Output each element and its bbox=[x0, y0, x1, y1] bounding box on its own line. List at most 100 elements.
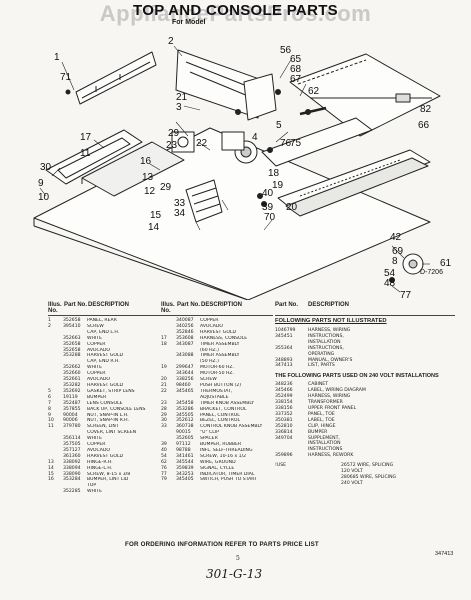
part-number: 352487 bbox=[63, 400, 81, 406]
part-description: LIST, PARTS bbox=[308, 363, 335, 369]
table-row: INSTRUCTIONS bbox=[275, 447, 455, 453]
part-description: LABEL, WIRING DIAGRAM bbox=[308, 388, 366, 394]
part-description: TRANSFORMER bbox=[308, 400, 343, 406]
col3-header-desc: DESCRIPTION bbox=[308, 302, 350, 308]
part-description: 240 VOLT bbox=[341, 480, 363, 486]
console-panel bbox=[289, 53, 441, 137]
part-description: CAP, END R.H. bbox=[87, 359, 120, 365]
part-description: MANUAL, OWNER'S bbox=[308, 357, 353, 363]
part-description: THERMOSTAT, bbox=[200, 388, 233, 394]
part-number: 352658 bbox=[63, 318, 81, 323]
end-cap-left bbox=[243, 73, 277, 121]
part-description: WHITE bbox=[87, 365, 103, 371]
col1-header: Illus. No. Part No. DESCRIPTION bbox=[48, 302, 173, 315]
callout-76: 76 bbox=[280, 138, 292, 149]
part-description: OPERATING bbox=[308, 351, 335, 357]
part-description: INSTALLATION bbox=[308, 441, 341, 447]
part-number: 352605 bbox=[176, 436, 194, 442]
callout-34: 34 bbox=[174, 208, 186, 219]
illus-number: 5 bbox=[48, 388, 51, 394]
col1-header-no: Illus. No. bbox=[48, 302, 62, 314]
callout-54: 54 bbox=[384, 268, 396, 279]
table-row: 280685 WIRE, SPLICING bbox=[308, 475, 396, 481]
illus-number: 19 bbox=[161, 365, 167, 371]
table-row: 240 VOLT bbox=[308, 481, 396, 487]
callout-29: 29 bbox=[168, 128, 180, 139]
part-description: TOP bbox=[87, 483, 97, 489]
handwritten-note: 301-G-13 bbox=[206, 567, 263, 581]
part-number: 90006 bbox=[63, 418, 78, 424]
table-row: ADJUSTABLE bbox=[161, 395, 273, 401]
part-number: 338256 bbox=[176, 377, 194, 383]
part-description: COPPER bbox=[87, 371, 106, 377]
part-description: (60 HZ.) bbox=[200, 347, 219, 353]
part-number: 352499 bbox=[275, 394, 293, 400]
part-description: WIRE, GROUND bbox=[200, 459, 236, 465]
part-description: HARNESS, REWORK bbox=[308, 453, 354, 459]
illus-number: 8 bbox=[48, 406, 51, 412]
table-row: 120 VOLT bbox=[308, 469, 396, 475]
part-number: 356114 bbox=[63, 436, 81, 442]
part-number: 299647 bbox=[176, 365, 194, 371]
part-description: HARVEST GOLD bbox=[87, 353, 124, 359]
thermostat bbox=[171, 131, 195, 153]
part-description: PANEL, REAR bbox=[87, 318, 117, 323]
part-number: 345544 bbox=[176, 459, 194, 465]
part-number: 357127 bbox=[63, 447, 81, 453]
callout-11: 11 bbox=[80, 148, 91, 159]
table-row: 352605 SPACER bbox=[161, 436, 273, 442]
part-description: BACK UP, CONSOLE LENS bbox=[87, 406, 146, 412]
part-description: HINGE-R.H. bbox=[87, 459, 113, 465]
control-panel bbox=[261, 117, 373, 167]
part-number: 353288 bbox=[63, 353, 81, 359]
ordering-footer: FOR ORDERING INFORMATION REFER TO PARTS … bbox=[125, 541, 319, 548]
callout-16: 16 bbox=[140, 156, 152, 167]
part-description: AVOCADO bbox=[87, 447, 111, 453]
callout-8: 8 bbox=[392, 256, 398, 267]
part-description: BUMPER, RUBBER bbox=[200, 442, 242, 448]
part-description: 280685 WIRE, SPLICING bbox=[341, 474, 397, 480]
part-number: 352662 bbox=[63, 365, 81, 371]
part-number: 352658 bbox=[63, 347, 81, 353]
illus-number bbox=[48, 489, 63, 495]
part-number: 345505 bbox=[176, 412, 194, 418]
illus-number: 10 bbox=[48, 418, 54, 424]
callout-69: 69 bbox=[392, 246, 404, 257]
part-number: 338156 bbox=[275, 405, 293, 411]
part-description: TIMER KNOB ASSEMBLY bbox=[200, 400, 255, 406]
part-description: CLIP, HINGE bbox=[308, 423, 336, 429]
part-description: NUT, SNAP-IN L.H. bbox=[87, 412, 129, 418]
illus-number: 40 bbox=[161, 447, 167, 453]
callout-10: 10 bbox=[38, 192, 50, 203]
part-number: 352846 bbox=[176, 329, 194, 335]
part-description: SPACER bbox=[200, 436, 218, 442]
callout-2: 2 bbox=[168, 36, 174, 47]
part-number: 360738 bbox=[176, 424, 194, 430]
part-description: INFL. SELF-THREADING bbox=[200, 447, 253, 453]
part-number: 343087 bbox=[176, 341, 194, 347]
callout-30: 30 bbox=[40, 162, 52, 173]
callout-9: 9 bbox=[38, 178, 44, 189]
part-number: 345466 bbox=[275, 388, 293, 394]
callout-65: 65 bbox=[290, 54, 302, 65]
